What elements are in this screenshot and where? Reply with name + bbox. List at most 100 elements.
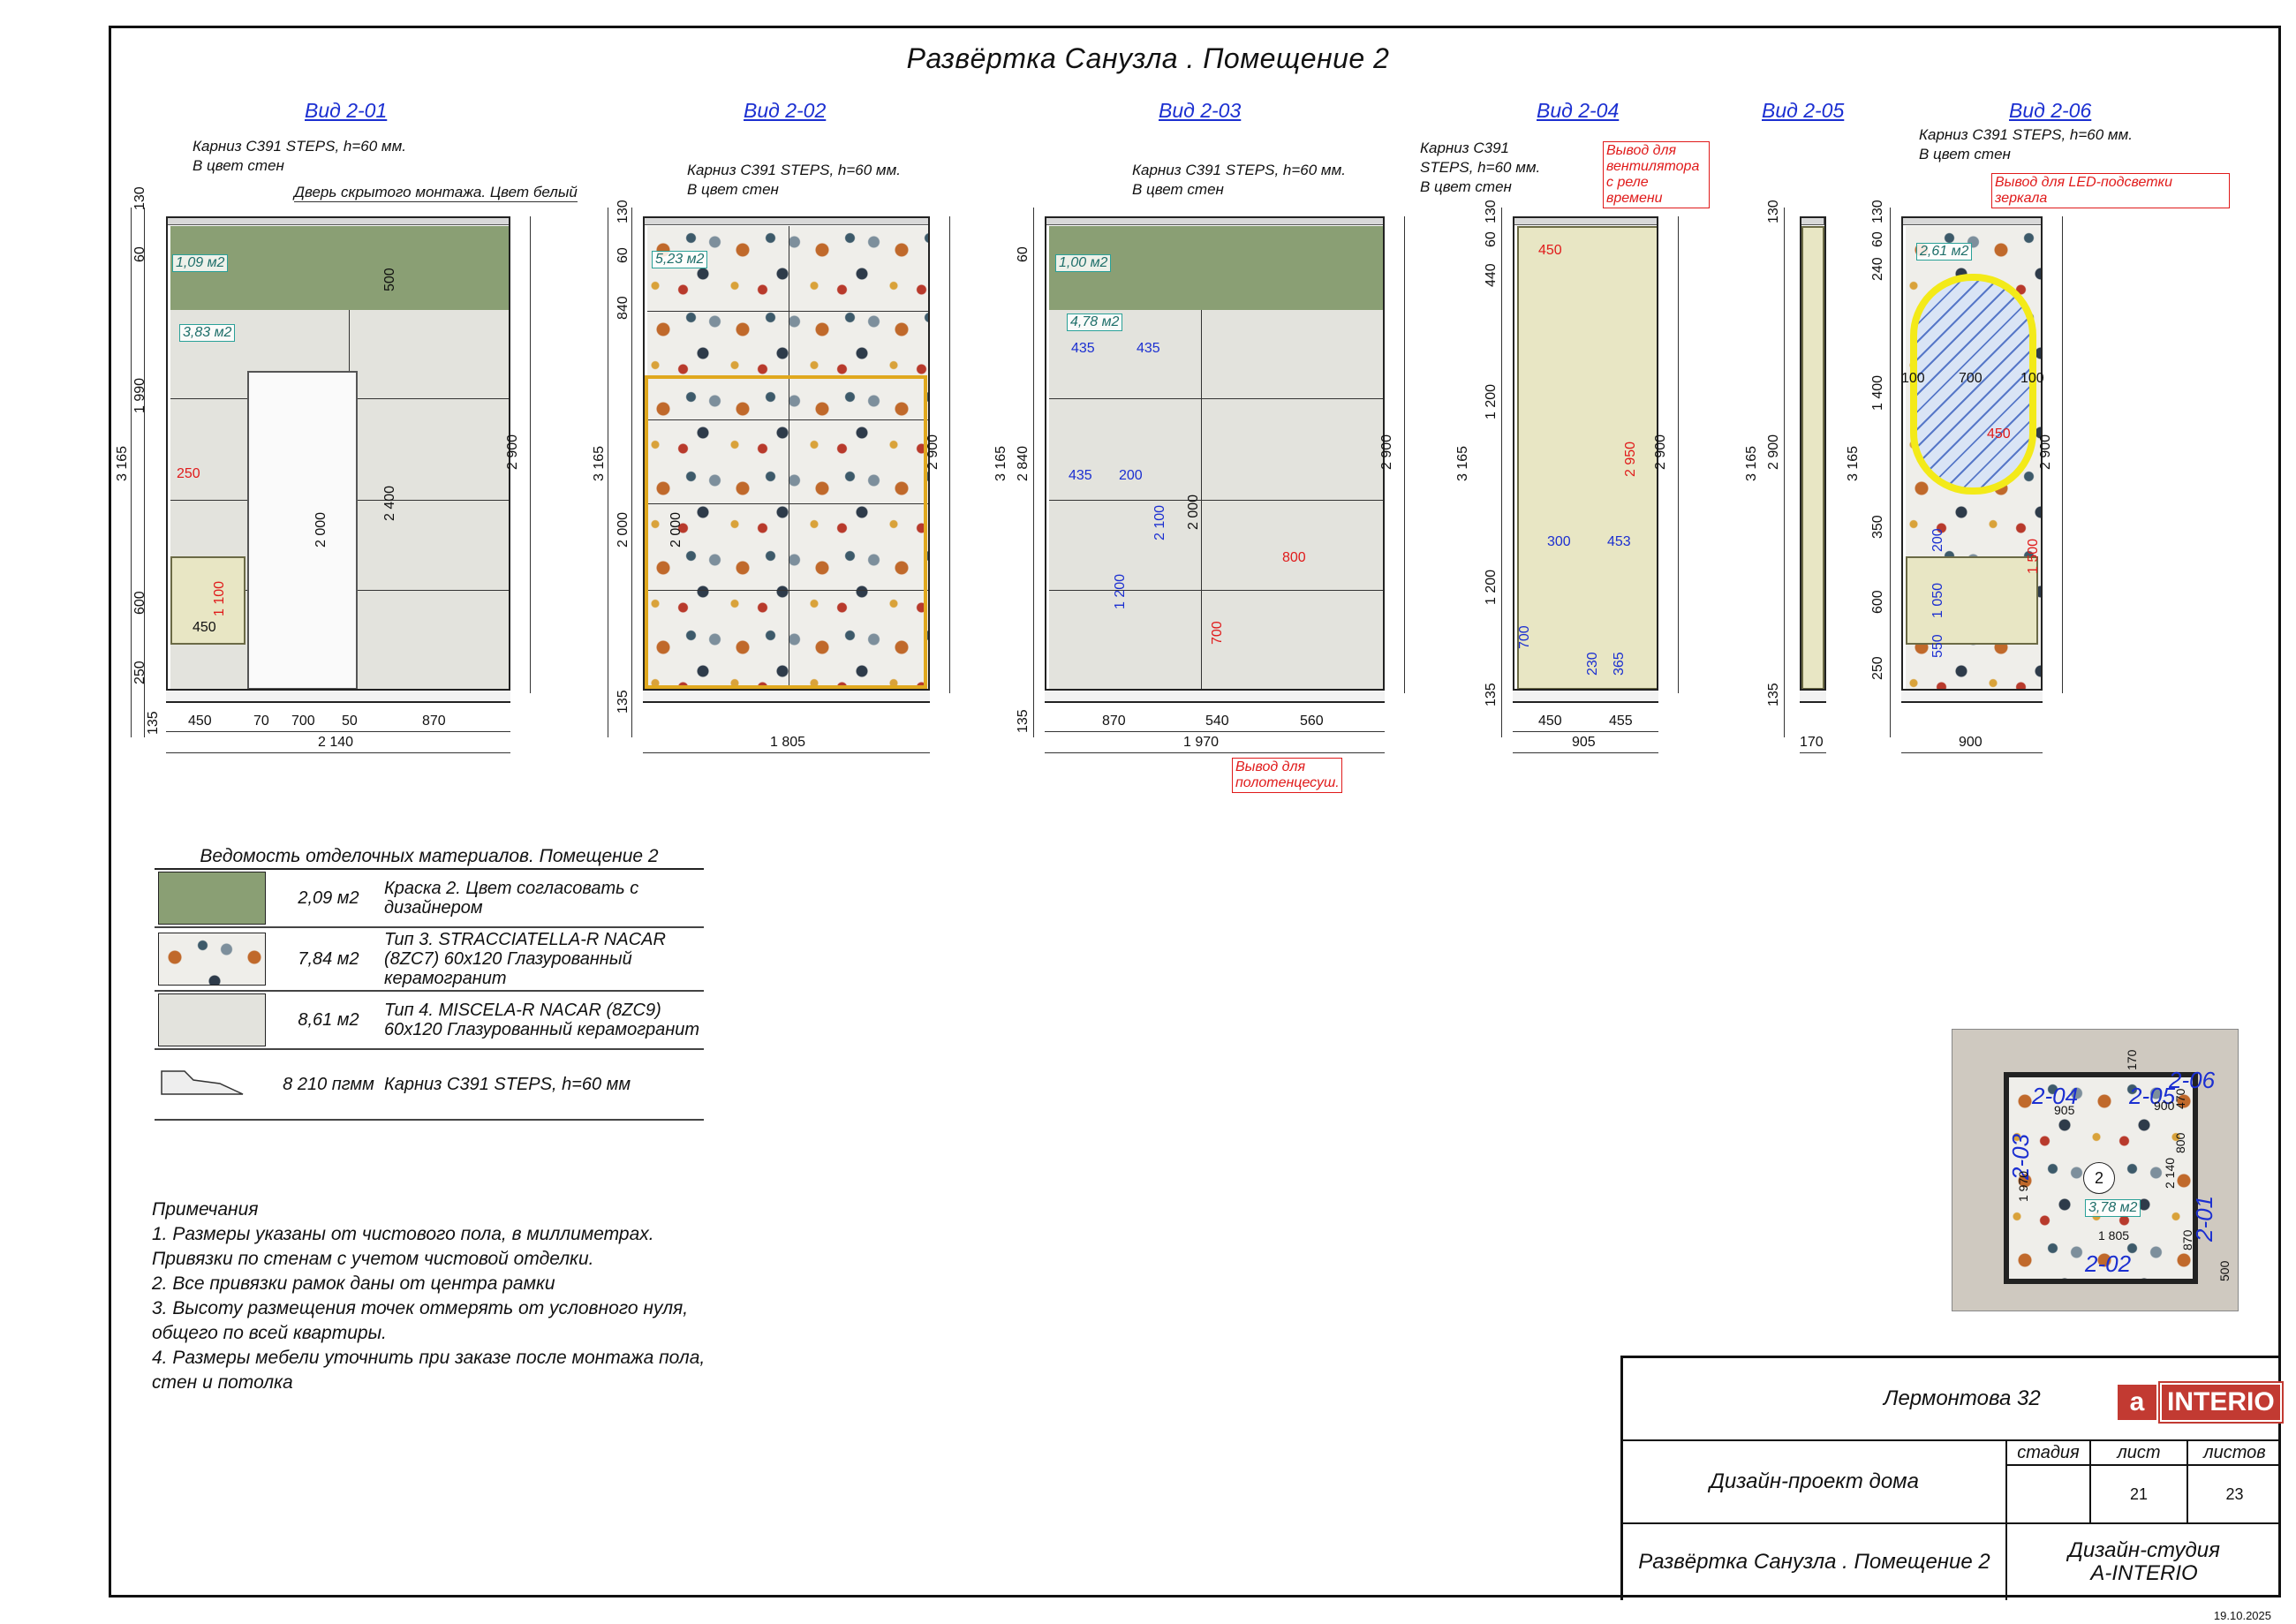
address: Лермонтова 32 xyxy=(1884,1386,2041,1410)
floor-band xyxy=(1800,689,1826,703)
dim-vertical: 60 xyxy=(132,246,147,262)
note-line: Привязки по стенам с учетом чистовой отд… xyxy=(152,1249,594,1269)
dim-total: 1 970 xyxy=(1183,735,1220,750)
dim: 700 xyxy=(1959,371,1983,386)
dim-vertical: 3 165 xyxy=(1846,445,1861,481)
plan-room xyxy=(2004,1072,2198,1284)
cornice-note: Карниз C391 STEPS, h=60 мм. xyxy=(687,162,901,178)
floor-band xyxy=(1901,689,2043,703)
led-outlet-note: Вывод для LED-подсветки зеркала xyxy=(1991,173,2230,208)
note-line: общего по всей квартиры. xyxy=(152,1323,387,1343)
notes-block: Примечания 1. Размеры указаны от чистово… xyxy=(152,1197,705,1395)
dim-line xyxy=(1033,208,1034,737)
dim: 200 xyxy=(1119,468,1143,483)
dim-line xyxy=(1901,752,2043,753)
dim: 455 xyxy=(1609,714,1633,729)
view-label-2-01[interactable]: Вид 2-01 xyxy=(305,99,388,122)
cornice-note: Карниз C391 STEPS, h=60 мм. xyxy=(1132,162,1346,178)
dim-vertical: 350 xyxy=(1870,515,1885,539)
wall-outline xyxy=(1800,216,1826,691)
view-label-2-03[interactable]: Вид 2-03 xyxy=(1159,99,1242,122)
dim-line xyxy=(131,208,132,737)
note-line: 4. Размеры мебели уточнить при заказе по… xyxy=(152,1348,706,1368)
dim-line xyxy=(643,752,930,753)
plan-view-label: 2-02 xyxy=(2085,1250,2132,1277)
dim-vertical: 1 200 xyxy=(1113,573,1128,609)
cornice-note: Карниз C391 STEPS, h=60 мм. xyxy=(1919,126,2133,143)
dim-line xyxy=(166,731,510,732)
cornice-color-note: В цвет стен xyxy=(1132,181,1224,198)
dim: 435 xyxy=(1071,341,1095,356)
dim-line xyxy=(1784,208,1785,737)
dim-line xyxy=(1404,216,1405,693)
paint-swatch xyxy=(158,872,266,925)
plan-view-label: 2-06 xyxy=(2169,1067,2216,1093)
cornice-profile-icon xyxy=(161,1070,244,1095)
towel-outlet-note: Вывод для полотенцесуш. xyxy=(1232,758,1342,793)
dim-vertical: 440 xyxy=(1484,263,1499,287)
outlet-dim: 250 xyxy=(177,466,200,481)
dim-vertical: 60 xyxy=(616,247,631,263)
dim-vertical: 2 900 xyxy=(1379,434,1394,470)
studio-name: Дизайн-студия A-INTERIO xyxy=(2068,1538,2220,1585)
dim-vertical: 3 165 xyxy=(1455,445,1470,481)
title-block: Лермонтова 32 a INTERIO Дизайн-проект до… xyxy=(1620,1356,2284,1600)
dim-line xyxy=(1513,731,1658,732)
side-cabinet xyxy=(1801,226,1824,690)
dim-vertical: 2 950 xyxy=(1623,441,1638,477)
materials-header: Ведомость отделочных материалов. Помещен… xyxy=(155,845,704,870)
dim-vertical: 200 xyxy=(1930,528,1945,552)
dim-vertical: 2 900 xyxy=(1766,434,1781,470)
dim-vertical: 135 xyxy=(1766,683,1781,706)
oval-mirror xyxy=(1910,274,2036,495)
area-label: 3,78 м2 xyxy=(2085,1199,2141,1217)
floor-band xyxy=(166,689,510,703)
note-line: 2. Все привязки рамок даны от центра рам… xyxy=(152,1273,555,1294)
sheet-title: Развёртка Санузла . Помещение 2 xyxy=(906,42,1390,74)
tile-joint xyxy=(1049,398,1385,399)
plan-dim: 905 xyxy=(2054,1103,2075,1117)
plan-view-label: 2-04 xyxy=(2032,1083,2079,1109)
view-label-2-05[interactable]: Вид 2-05 xyxy=(1762,99,1845,122)
interio-logo: a INTERIO xyxy=(2118,1381,2284,1424)
print-date: 19.10.2025 xyxy=(2213,1609,2271,1622)
dim-vertical: 550 xyxy=(1930,634,1945,658)
dim-line xyxy=(1800,752,1826,753)
logo-text: INTERIO xyxy=(2158,1381,2284,1424)
dim-vertical: 135 xyxy=(616,690,631,714)
dim-vertical: 130 xyxy=(1766,200,1781,223)
sheets-value: 23 xyxy=(2188,1466,2281,1524)
area-label: 1,09 м2 xyxy=(172,254,229,272)
cornice-note: Карниз C391 xyxy=(1420,140,1510,156)
dim-vertical: 600 xyxy=(1870,590,1885,614)
sheets-label: листов xyxy=(2188,1441,2281,1466)
note-line: стен и потолка xyxy=(152,1372,293,1393)
dim: 700 xyxy=(291,714,315,729)
dim-line xyxy=(1513,752,1658,753)
dim: 450 xyxy=(188,714,212,729)
dim-vertical: 130 xyxy=(616,200,631,223)
plan-dim: 800 xyxy=(2173,1132,2187,1153)
area-label: 1,00 м2 xyxy=(1055,254,1112,272)
dim-vertical: 2 900 xyxy=(1653,434,1668,470)
dim-total: 900 xyxy=(1959,735,1983,750)
view-label-2-02[interactable]: Вид 2-02 xyxy=(744,99,827,122)
view-label-2-04[interactable]: Вид 2-04 xyxy=(1537,99,1620,122)
dim-vertical: 2 000 xyxy=(668,511,684,548)
table-row: 8,61 м2 Тип 4. MISCELA-R NACAR (8ZC9) 60… xyxy=(155,991,704,1050)
plan-dim: 470 xyxy=(2173,1088,2187,1109)
dim: 450 xyxy=(193,620,216,635)
material-desc: Краска 2. Цвет согласовать с дизайнером xyxy=(381,869,704,928)
hidden-door xyxy=(247,371,358,690)
shower-glass-frame xyxy=(645,375,927,689)
material-qty: 8 210 пгмм xyxy=(276,1049,381,1121)
dim-vertical: 60 xyxy=(1016,246,1031,262)
sheet-label: лист xyxy=(2091,1441,2188,1466)
view-label-2-06[interactable]: Вид 2-06 xyxy=(2009,99,2092,122)
tb-address-row: Лермонтова 32 a INTERIO xyxy=(1623,1358,2284,1441)
dim-line xyxy=(1678,216,1679,693)
vanity-cabinet xyxy=(170,556,245,645)
dim-line xyxy=(1501,208,1502,737)
terrazzo-swatch xyxy=(158,933,266,986)
dim-vertical: 1 400 xyxy=(1870,374,1885,411)
